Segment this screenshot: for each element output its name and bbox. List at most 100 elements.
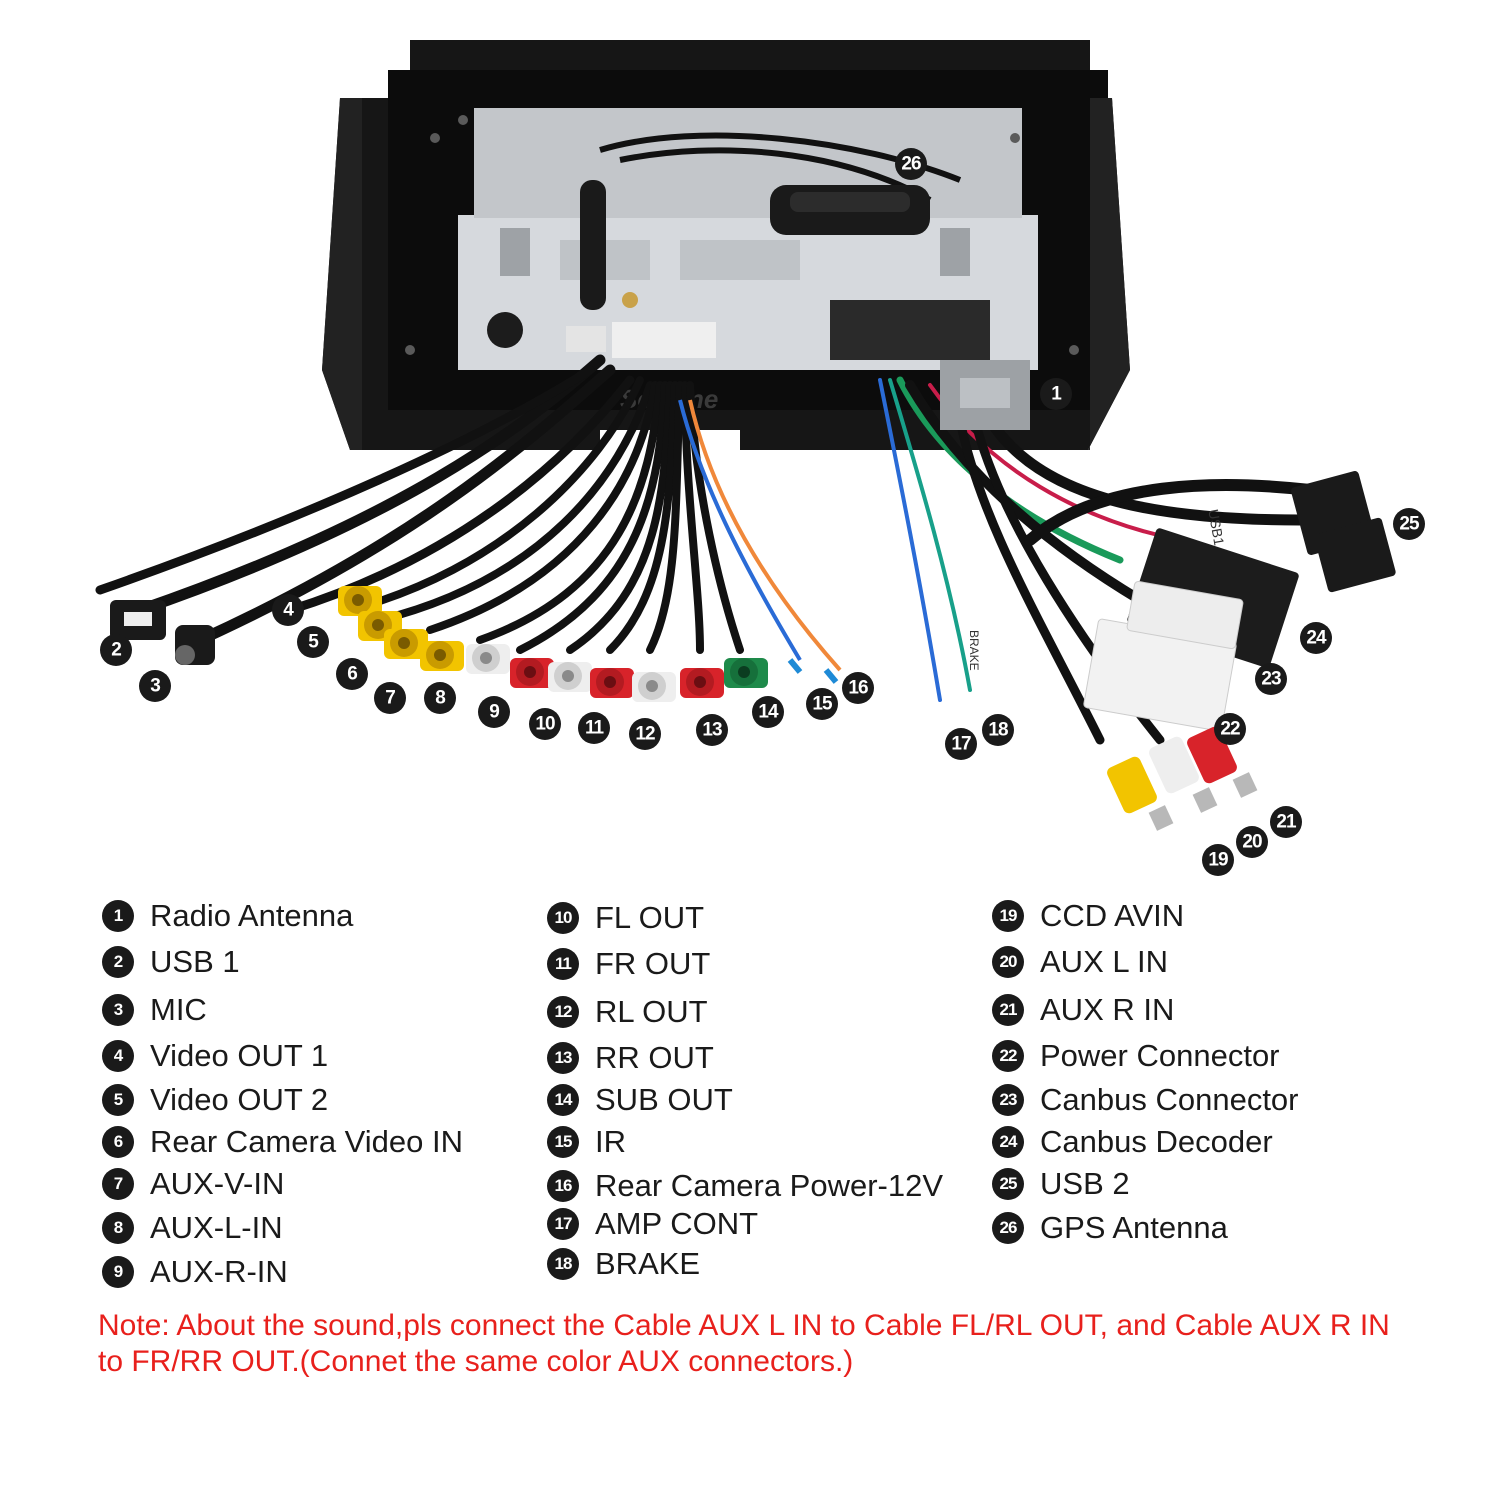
photo-badge-number: 5 — [308, 632, 319, 653]
legend-label: GPS Antenna — [1040, 1210, 1228, 1245]
legend-label: AUX-V-IN — [150, 1166, 285, 1201]
photo-badge-number: 1 — [1051, 384, 1062, 405]
legend-number-badge: 1 — [102, 900, 134, 932]
photo-badge-number: 18 — [988, 720, 1008, 741]
legend-label: IR — [595, 1124, 626, 1159]
legend-number-badge: 24 — [992, 1126, 1024, 1158]
photo-badge-number: 9 — [489, 702, 499, 723]
legend-label: Canbus Connector — [1040, 1082, 1299, 1117]
legend-item: 13 RR OUT — [547, 1038, 714, 1078]
photo-badge-8 — [424, 682, 456, 714]
legend-label: FL OUT — [595, 900, 705, 935]
legend-label: AMP CONT — [595, 1206, 759, 1241]
legend-number-badge: 26 — [992, 1212, 1024, 1244]
legend-number-badge: 17 — [547, 1208, 579, 1240]
photo-badge-number: 7 — [385, 688, 395, 709]
legend-number-badge: 8 — [102, 1212, 134, 1244]
legend-label: Rear Camera Video IN — [150, 1124, 464, 1159]
photo-badge-number: 14 — [758, 702, 779, 723]
legend-label: MIC — [150, 992, 207, 1027]
rca-connectors — [338, 586, 768, 702]
ccd-avin-rca — [1107, 726, 1258, 831]
photo-badge-6 — [336, 658, 368, 690]
photo-badge-number: 26 — [901, 154, 921, 175]
photo-badge-2 — [100, 634, 132, 666]
legend-label: AUX-L-IN — [150, 1210, 283, 1245]
legend-number-badge: 5 — [102, 1084, 134, 1116]
usb1-cable-tag: USB1 — [1205, 508, 1227, 547]
legend-number-badge: 14 — [547, 1084, 579, 1116]
legend-item: 8 AUX-L-IN — [102, 1208, 283, 1248]
photo-badge-18 — [982, 714, 1014, 746]
photo-badge-number: 17 — [951, 734, 971, 755]
photo-badge-number: 6 — [347, 664, 357, 685]
legend-label: AUX R IN — [1040, 992, 1175, 1027]
photo-badge-number: 25 — [1399, 514, 1420, 535]
photo-badge-number: 8 — [435, 688, 445, 709]
photo-badge-3 — [139, 670, 171, 702]
legend-number-badge: 12 — [547, 996, 579, 1028]
legend-number-badge: 9 — [102, 1256, 134, 1288]
legend-number-badge: 4 — [102, 1040, 134, 1072]
photo-badge-11 — [578, 712, 610, 744]
photo-badge-26 — [895, 148, 927, 180]
legend-label: CCD AVIN — [1040, 898, 1185, 933]
legend-label: SUB OUT — [595, 1082, 733, 1117]
left-cable-bundle — [95, 354, 744, 654]
legend-number-badge: 2 — [102, 946, 134, 978]
legend-number-badge: 16 — [547, 1170, 579, 1202]
legend-label: Video OUT 2 — [150, 1082, 329, 1117]
legend-item: 26 GPS Antenna — [992, 1208, 1228, 1248]
legend-item: 17 AMP CONT — [547, 1204, 758, 1244]
legend-item: 21 AUX R IN — [992, 990, 1174, 1030]
photo-badge-21 — [1270, 806, 1302, 838]
photo-badge-25 — [1393, 508, 1425, 540]
canbus-connector — [1126, 580, 1244, 650]
legend-number-badge: 11 — [547, 948, 579, 980]
photo-badge-15 — [806, 688, 838, 720]
radio-antenna-stub — [580, 180, 606, 310]
photo-badge-23 — [1255, 663, 1287, 695]
legend-label: AUX L IN — [1040, 944, 1169, 979]
photo-badge-10 — [529, 708, 561, 740]
photo-badge-5 — [297, 626, 329, 658]
legend-label: USB 1 — [150, 944, 240, 979]
legend-item: 23 Canbus Connector — [992, 1080, 1299, 1120]
legend-label: FR OUT — [595, 946, 711, 981]
photo-badge-24 — [1300, 622, 1332, 654]
legend-item: 5 Video OUT 2 — [102, 1080, 328, 1120]
photo-badge-number: 22 — [1220, 719, 1240, 740]
gps-antenna-puck — [599, 132, 962, 235]
photo-badge-20 — [1236, 826, 1268, 858]
photo-badge-number: 16 — [848, 678, 868, 699]
legend-number-badge: 13 — [547, 1042, 579, 1074]
legend-item: 20 AUX L IN — [992, 942, 1168, 982]
photo-badge-number: 2 — [111, 640, 121, 661]
legend-number-badge: 25 — [992, 1168, 1024, 1200]
photo-badge-4 — [272, 594, 304, 626]
legend-number-badge: 3 — [102, 994, 134, 1026]
photo-badge-16 — [842, 672, 874, 704]
legend-number-badge: 20 — [992, 946, 1024, 978]
legend-number-badge: 15 — [547, 1126, 579, 1158]
legend-item: 15 IR — [547, 1122, 626, 1162]
legend-number-badge: 21 — [992, 994, 1024, 1026]
photo-badge-19 — [1202, 844, 1234, 876]
legend-item: 3 MIC — [102, 990, 207, 1030]
legend-label: BRAKE — [595, 1246, 701, 1281]
legend-item: 11 FR OUT — [547, 944, 710, 984]
legend-label: RL OUT — [595, 994, 708, 1029]
photo-badge-9 — [478, 696, 510, 728]
legend-number-badge: 23 — [992, 1084, 1024, 1116]
legend-label: RR OUT — [595, 1040, 714, 1075]
